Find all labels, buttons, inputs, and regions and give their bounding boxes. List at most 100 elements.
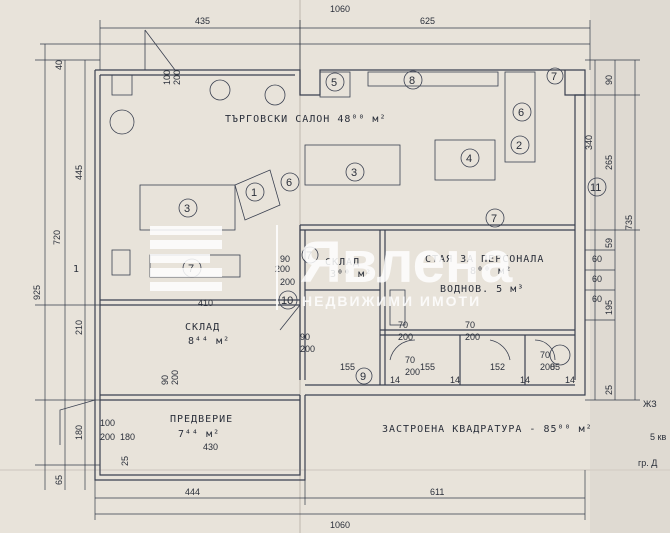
section-cut-label: 1 — [73, 264, 80, 275]
svg-text:7: 7 — [551, 71, 557, 83]
dim-right-340: 340 — [584, 135, 594, 150]
number-marker: 7 — [301, 246, 319, 264]
shelf-5 — [319, 71, 351, 98]
door-dim: 200 — [300, 344, 315, 354]
svg-text:9: 9 — [360, 371, 366, 383]
dim-left-65: 65 — [54, 475, 64, 485]
walls — [94, 69, 586, 481]
door-dim: 70 — [465, 320, 475, 330]
number-marker: 2 — [510, 135, 530, 155]
room-label-hall: ПРЕДВЕРИЕ — [170, 414, 233, 425]
dim-right-265: 265 — [604, 155, 614, 170]
dim-bottom-right: 611 — [430, 487, 444, 497]
dim-14a: 14 — [390, 375, 400, 385]
dim-right-60c: 60 — [592, 294, 602, 304]
number-marker: 4 — [460, 148, 480, 168]
room-area-hall: 7⁴⁴ м² — [178, 429, 220, 440]
door-dim: 70 — [540, 350, 550, 360]
plant-icon — [109, 109, 135, 135]
svg-text:7: 7 — [306, 250, 312, 262]
dim-left-total: 925 — [32, 285, 42, 300]
number-marker: 6 — [512, 102, 532, 122]
number-marker: 7 — [546, 67, 564, 85]
svg-text:10: 10 — [281, 295, 293, 307]
dim-right-195: 195 — [604, 300, 614, 315]
number-marker: 9 — [355, 367, 373, 385]
pillar-top-left — [111, 74, 133, 96]
dim-155a: 155 — [340, 362, 355, 372]
watermark-logo-icon — [150, 226, 222, 291]
room-label-sales-hall: ТЪРГОВСКИ САЛОН 48⁰⁰ м² — [225, 114, 386, 125]
plants — [109, 79, 286, 135]
left-dimension-lines — [35, 44, 100, 490]
plant-icon — [209, 79, 231, 101]
door-dim: 200 — [540, 362, 555, 372]
svg-text:3: 3 — [351, 167, 357, 179]
number-marker: 6 — [280, 172, 300, 192]
number-marker: 1 — [245, 182, 265, 202]
door-dim: 90 — [280, 254, 290, 264]
room-area-small-storage: 3⁰⁰ м² — [330, 269, 372, 280]
door-dim: 200 — [280, 277, 295, 287]
svg-text:8: 8 — [409, 75, 415, 87]
number-marker: 11 — [587, 177, 607, 197]
room-label-small-storage: СКЛАД — [325, 257, 360, 268]
number-marker: 3 — [345, 162, 365, 182]
svg-text:1: 1 — [251, 187, 257, 199]
door-dim: 200 — [100, 432, 115, 442]
top-dimension-lines — [40, 20, 591, 70]
furniture-numbers: 1 2 3 3 4 5 6 6 7 7 7 7 8 9 10 11 — [178, 67, 607, 385]
door-dim: 70 — [398, 320, 408, 330]
dim-left-720: 720 — [52, 230, 62, 245]
dim-155b: 155 — [420, 362, 435, 372]
dim-85: 85 — [550, 362, 560, 372]
door-dim: 200 — [172, 70, 182, 85]
door-dim: 100 — [162, 70, 172, 85]
dim-left-445: 445 — [74, 165, 84, 180]
table-4 — [434, 139, 496, 181]
dim-bottom-total: 1060 — [330, 520, 350, 530]
room-label-storage: СКЛАД — [185, 322, 220, 333]
door-dim: 90 — [300, 332, 310, 342]
room-label-staff: СТАЯ ЗА ПЕРСОНАЛА — [425, 254, 544, 265]
door-dim: 70 — [405, 355, 415, 365]
margin-note: гр. Д — [638, 458, 657, 468]
svg-text:11: 11 — [590, 182, 601, 194]
bottom-dimension-lines — [94, 470, 586, 520]
dim-14d: 14 — [565, 375, 575, 385]
dim-top-total: 1060 — [330, 4, 350, 14]
table-3-right — [304, 144, 401, 186]
dim-152: 152 — [490, 362, 505, 372]
plant-icon — [264, 84, 286, 106]
number-marker: 8 — [403, 70, 423, 90]
door-dim: 100 — [100, 418, 115, 428]
number-marker: 7 — [485, 208, 505, 228]
svg-text:5: 5 — [331, 77, 337, 89]
dim-left-210: 210 — [74, 320, 84, 335]
svg-text:3: 3 — [184, 203, 190, 215]
number-marker: 3 — [178, 198, 198, 218]
watermark-brand: Явлена — [300, 230, 513, 295]
dim-410: 410 — [198, 298, 213, 308]
wc-fixture — [389, 289, 406, 326]
built-area-label: ЗАСТРОЕНА КВАДРАТУРА - 85⁰⁰ м² — [382, 424, 593, 435]
dim-left-180: 180 — [74, 425, 84, 440]
dim-bottom-left: 444 — [185, 487, 200, 497]
paper-right-edge — [590, 0, 670, 533]
svg-text:4: 4 — [466, 153, 472, 165]
dim-430: 430 — [203, 442, 218, 452]
room-area-storage: 8⁴⁴ м² — [188, 336, 230, 347]
toilet — [549, 344, 571, 366]
door-dim: 200 — [405, 367, 420, 377]
dim-top-right: 625 — [420, 16, 435, 26]
dim-right-60a: 60 — [592, 254, 602, 264]
pillar-mid-left — [111, 249, 131, 276]
dim-180: 180 — [120, 432, 135, 442]
watermark-tagline: НЕДВИЖИМИ ИМОТИ — [302, 293, 481, 309]
dim-14c: 14 — [520, 375, 530, 385]
dim-14b: 14 — [450, 375, 460, 385]
counter-8 — [367, 71, 499, 87]
table-1 — [234, 169, 281, 221]
door-dim: 200 — [398, 332, 413, 342]
